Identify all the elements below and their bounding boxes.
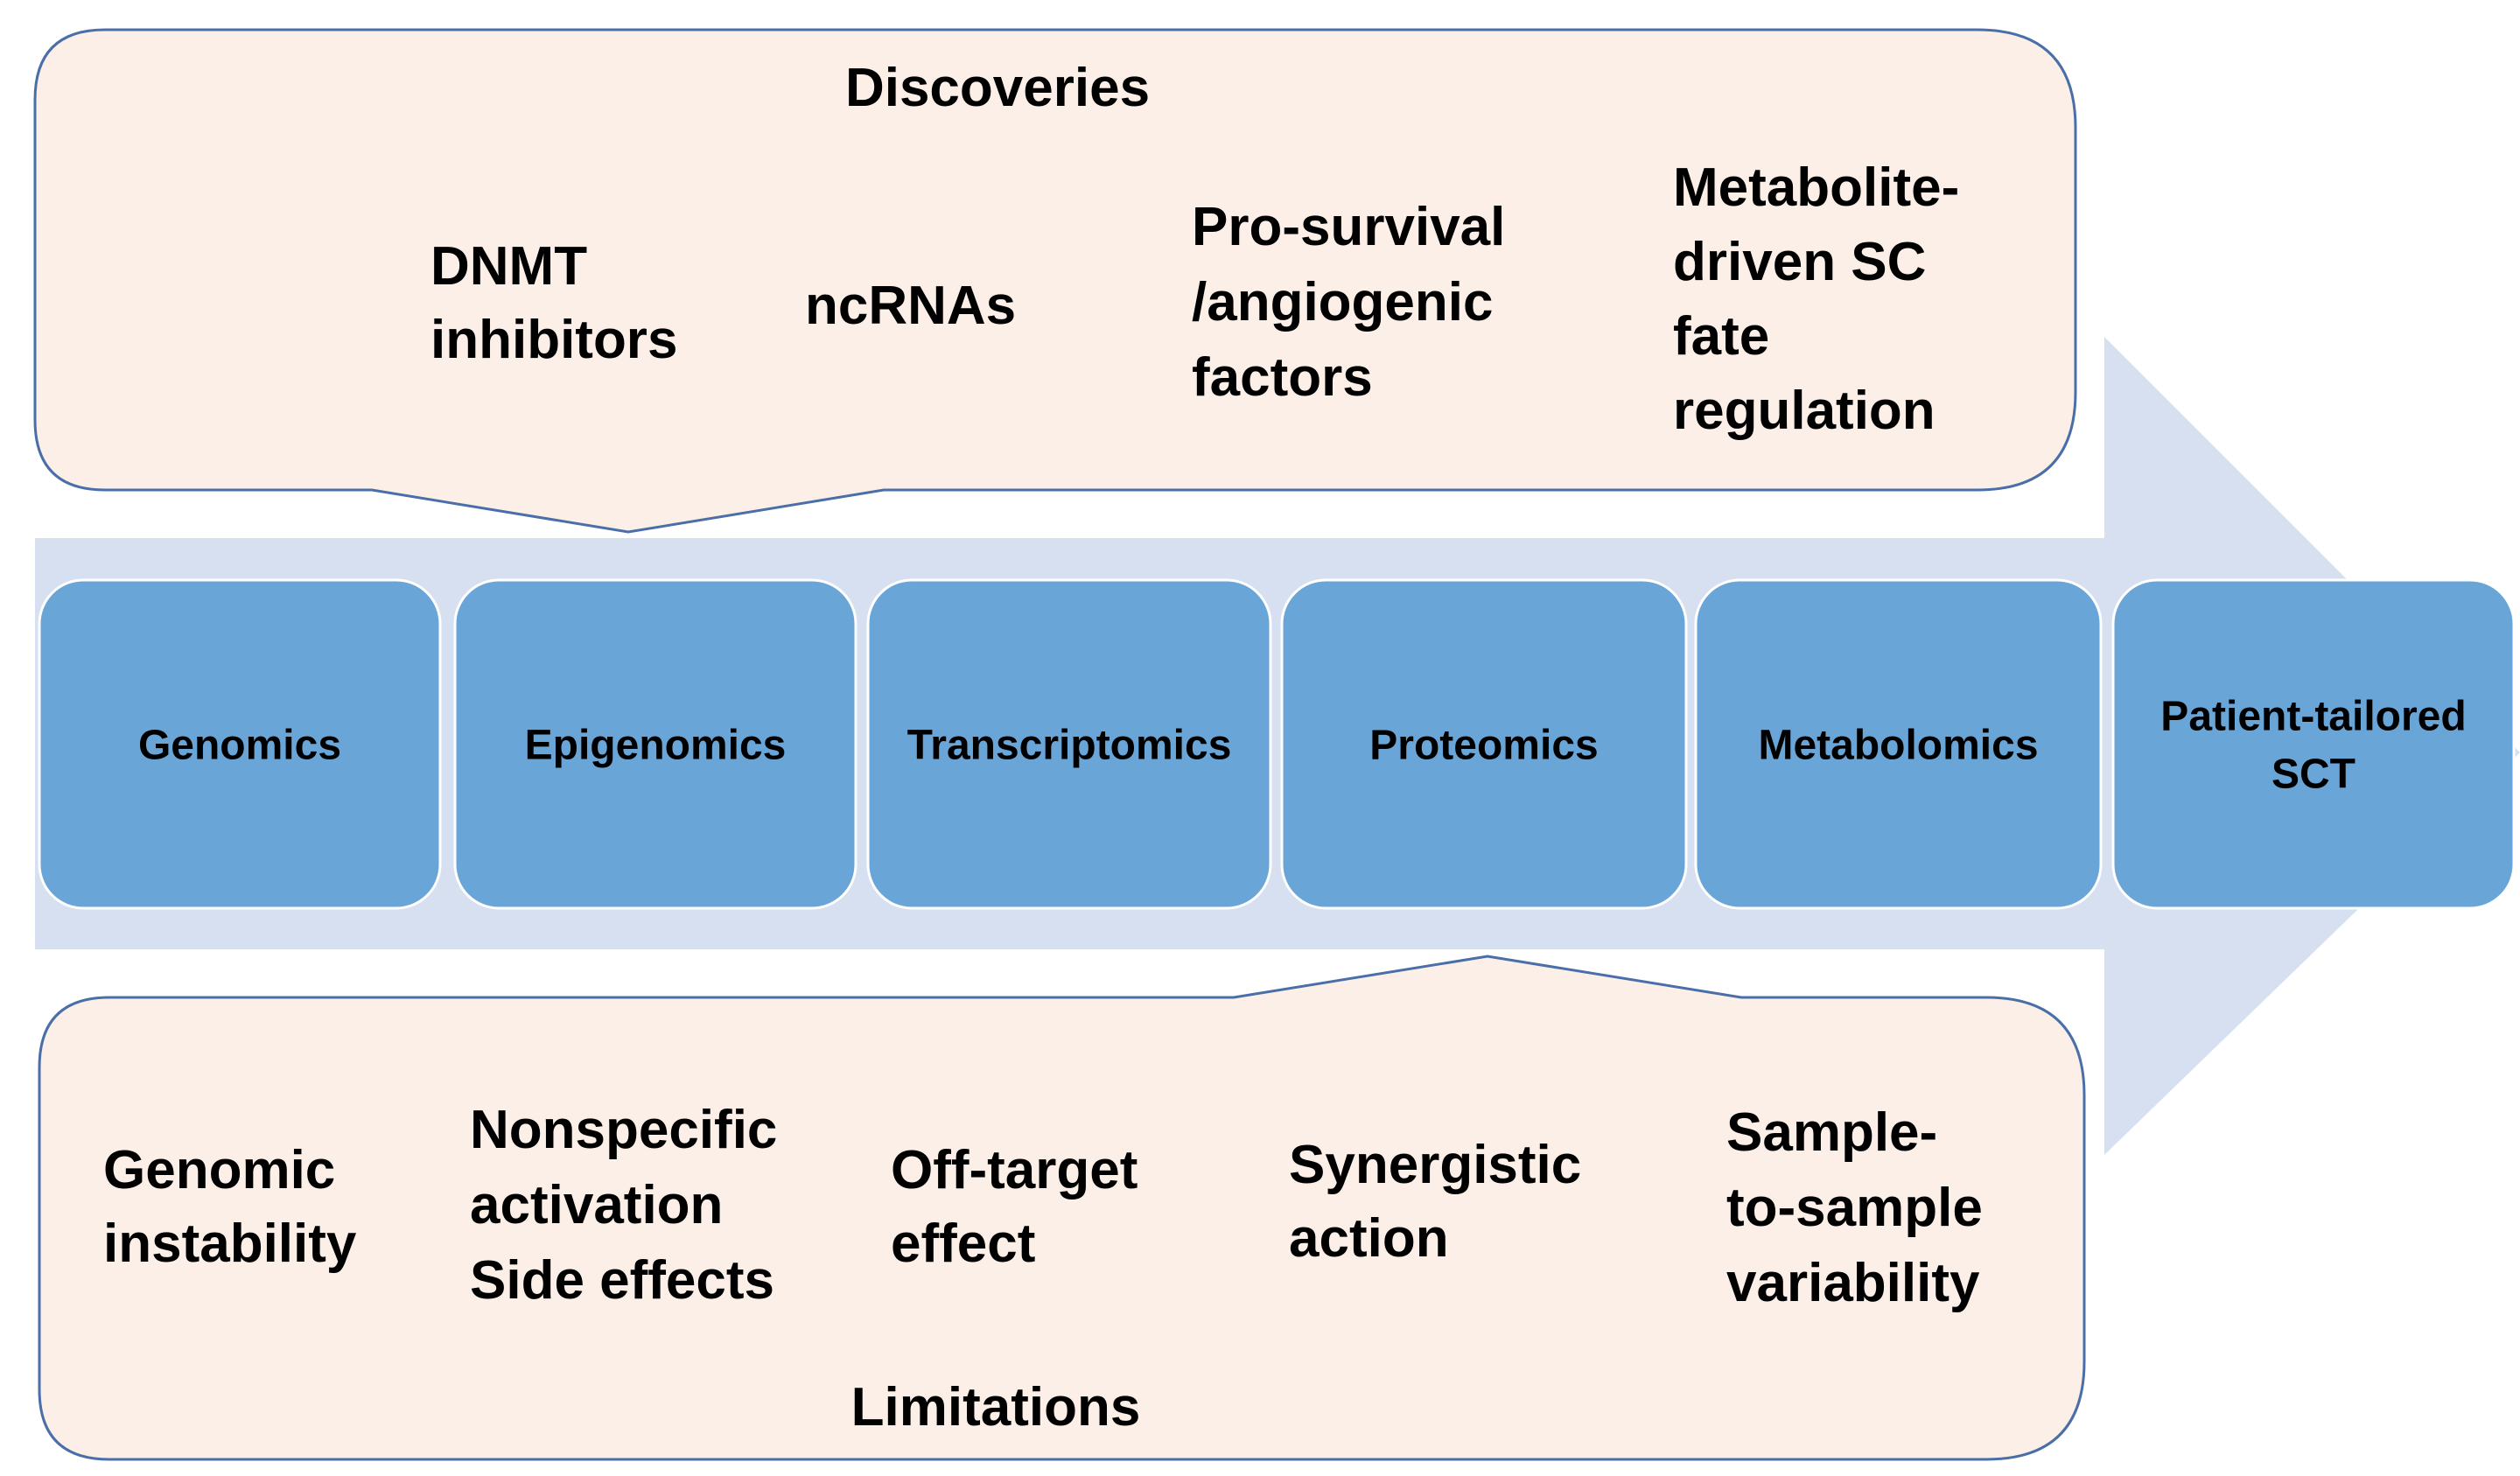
limitation-item-line: Synergistic	[1289, 1135, 1581, 1195]
discovery-item-line: regulation	[1673, 381, 1936, 441]
discoveries-title: Discoveries	[845, 58, 1150, 118]
limitation-item-line: Off-target	[891, 1140, 1138, 1200]
stage-box: Epigenomics	[453, 578, 858, 910]
stage-label: Patient-tailored	[2160, 694, 2466, 740]
stages-group: Genomics Epigenomics Transcriptomics Proteo…	[38, 578, 2516, 910]
limitation-item-line: variability	[1726, 1253, 1980, 1313]
limitation-item-line: Side effects	[470, 1250, 774, 1311]
limitations-callout	[38, 955, 2086, 1461]
stage-label: Metabolomics	[1758, 723, 2038, 769]
discovery-item-line: Pro-survival	[1192, 197, 1505, 257]
stage-box-shape	[453, 578, 858, 910]
discovery-item-line: fate	[1673, 306, 1769, 367]
stage-box: Metabolomics	[1694, 578, 2103, 910]
limitations-items: GenomicinstabilityNonspecificactivationS…	[103, 1100, 1983, 1313]
discovery-item-line: /angiogenic	[1192, 272, 1493, 332]
discovery-item-line: DNMT	[430, 236, 587, 297]
stage-label: Epigenomics	[525, 723, 787, 769]
limitation-item-line: Genomic	[103, 1140, 335, 1200]
limitation-item-line: activation	[470, 1175, 723, 1235]
stage-box-shape	[2111, 578, 2516, 910]
discovery-item-line: driven SC	[1673, 232, 1926, 292]
discovery-item-line: factors	[1192, 347, 1373, 408]
stage-box: Proteomics	[1280, 578, 1688, 910]
stage-box-shape	[866, 578, 1272, 910]
stage-label: Genomics	[138, 723, 341, 769]
limitation-item-line: Sample-	[1726, 1102, 1937, 1163]
discovery-item-line: ncRNAs	[805, 276, 1016, 336]
stage-box: Transcriptomics	[866, 578, 1272, 910]
discoveries-items: DNMT inhibitors ncRNAs Pro-survival/angioge…	[430, 157, 1959, 441]
stage-label: SCT	[2272, 752, 2356, 798]
discoveries-callout	[33, 28, 2077, 534]
discovery-item-line: Metabolite-	[1673, 157, 1959, 218]
stage-box-shape	[1280, 578, 1688, 910]
limitations-title: Limitations	[851, 1377, 1141, 1438]
stage-box-shape	[1694, 578, 2103, 910]
limitation-item-line: instability	[103, 1214, 357, 1274]
stage-label: Transcriptomics	[907, 723, 1232, 769]
limitation-item-line: to-sample	[1726, 1178, 1983, 1238]
limitation-item-line: effect	[891, 1214, 1035, 1274]
stage-box-shape	[38, 578, 442, 910]
stage-label: Proteomics	[1369, 723, 1598, 769]
discovery-item-line: inhibitors	[430, 310, 677, 370]
stage-box: Genomics	[38, 578, 442, 910]
limitation-item-line: Nonspecific	[470, 1100, 777, 1160]
progress-arrow	[35, 337, 2520, 1155]
limitation-item-line: action	[1289, 1208, 1449, 1269]
